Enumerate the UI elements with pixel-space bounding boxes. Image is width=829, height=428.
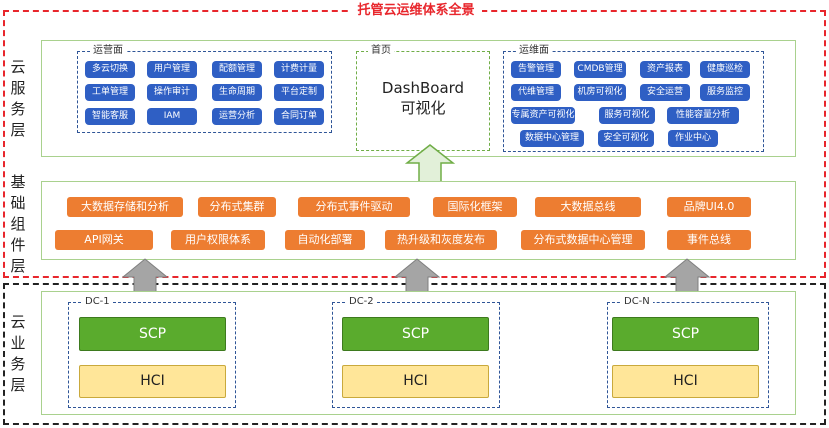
component-item[interactable]: 国际化框架 [433, 197, 517, 217]
operations-item[interactable]: 平台定制 [274, 84, 324, 101]
diagram-title: 托管云运维体系全景 [350, 2, 482, 20]
component-item[interactable]: 事件总线 [667, 230, 751, 250]
operations-item[interactable]: IAM [147, 108, 197, 125]
maintenance-item[interactable]: 数据中心管理 [520, 130, 584, 147]
operations-item[interactable]: 配额管理 [212, 61, 262, 78]
maintenance-label: 运维面 [516, 45, 552, 57]
layer-label-text: 云业务层 [10, 313, 26, 394]
maintenance-item[interactable]: 安全运营 [640, 84, 690, 101]
layer-label-foundation: 基础组件层 [7, 172, 29, 277]
datacenter-label: DC-1 [82, 296, 113, 308]
layer-label-cloud-service: 云服务层 [7, 57, 29, 141]
maintenance-item[interactable]: 资产报表 [640, 61, 690, 78]
scp-block[interactable]: SCP [612, 317, 759, 351]
operations-item[interactable]: 合同订单 [274, 108, 324, 125]
component-item[interactable]: 分布式事件驱动 [298, 197, 410, 217]
maintenance-item[interactable]: 性能容量分析 [667, 107, 739, 124]
dashboard-visualization[interactable]: DashBoard 可视化 [356, 78, 490, 118]
maintenance-item[interactable]: 健康巡检 [700, 61, 750, 78]
component-item[interactable]: 品牌UI4.0 [667, 197, 751, 217]
component-item[interactable]: 大数据总线 [535, 197, 641, 217]
operations-item[interactable]: 用户管理 [147, 61, 197, 78]
component-item[interactable]: API网关 [55, 230, 153, 250]
maintenance-item[interactable]: 代维管理 [511, 84, 561, 101]
operations-item[interactable]: 多云切换 [85, 61, 135, 78]
maintenance-item[interactable]: 安全可视化 [598, 130, 654, 147]
operations-item[interactable]: 操作审计 [147, 84, 197, 101]
component-item[interactable]: 自动化部署 [285, 230, 365, 250]
component-item[interactable]: 分布式集群 [198, 197, 276, 217]
layer-label-text: 基础组件层 [10, 173, 26, 275]
operations-item[interactable]: 生命周期 [212, 84, 262, 101]
maintenance-item[interactable]: 作业中心 [668, 130, 718, 147]
layer-label-cloud-business: 云业务层 [7, 312, 29, 396]
operations-item[interactable]: 运营分析 [212, 108, 262, 125]
layer-label-text: 云服务层 [10, 58, 26, 139]
home-panel [356, 51, 490, 151]
component-item[interactable]: 用户权限体系 [171, 230, 265, 250]
component-item[interactable]: 热升级和灰度发布 [385, 230, 497, 250]
datacenter-label: DC-N [621, 296, 653, 308]
hci-block[interactable]: HCI [612, 365, 759, 398]
maintenance-item[interactable]: 专属资产可视化 [511, 107, 575, 124]
hci-block[interactable]: HCI [79, 365, 226, 398]
operations-item[interactable]: 智能客服 [85, 108, 135, 125]
operations-item[interactable]: 计费计量 [274, 61, 324, 78]
maintenance-item[interactable]: 服务可视化 [599, 107, 655, 124]
datacenter-label: DC-2 [346, 296, 377, 308]
hci-block[interactable]: HCI [342, 365, 489, 398]
component-item[interactable]: 大数据存储和分析 [67, 197, 183, 217]
scp-block[interactable]: SCP [342, 317, 489, 351]
component-item[interactable]: 分布式数据中心管理 [521, 230, 645, 250]
scp-block[interactable]: SCP [79, 317, 226, 351]
maintenance-item[interactable]: 服务监控 [700, 84, 750, 101]
dashboard-subtitle: 可视化 [400, 99, 446, 117]
maintenance-item[interactable]: 机房可视化 [574, 84, 626, 101]
maintenance-item[interactable]: CMDB管理 [574, 61, 626, 78]
operations-item[interactable]: 工单管理 [85, 84, 135, 101]
home-label: 首页 [368, 45, 394, 57]
dashboard-title: DashBoard [381, 79, 465, 97]
maintenance-item[interactable]: 告警管理 [511, 61, 561, 78]
operations-label: 运营面 [90, 45, 126, 57]
